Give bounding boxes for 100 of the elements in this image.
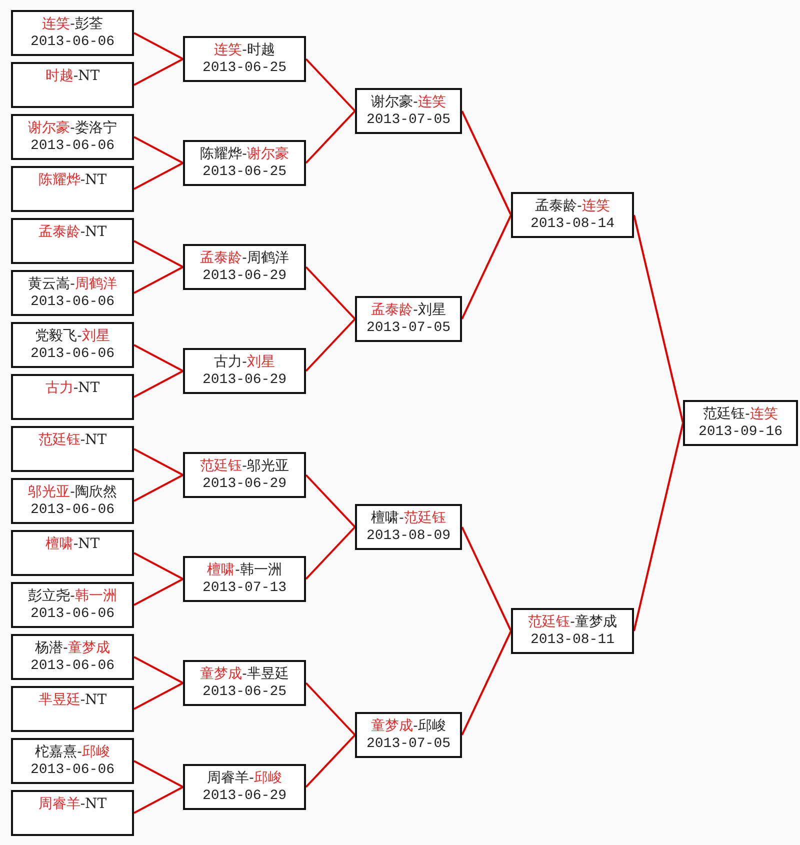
match-date: 2013-06-25: [202, 59, 286, 77]
match-box: [355, 88, 462, 134]
player-names: 陈耀烨-谢尔豪: [200, 145, 289, 163]
match-box: [355, 504, 462, 550]
match-box: [11, 790, 134, 836]
bracket-line: [461, 214, 512, 320]
match-date: 2013-06-29: [202, 475, 286, 493]
bracket-line: [134, 760, 184, 788]
match-box: [11, 634, 134, 680]
match-box: [355, 296, 462, 342]
match-box: [11, 478, 134, 524]
match-box: [11, 10, 134, 56]
player-names: 童梦成-芈昱廷: [200, 665, 289, 683]
match-box: [11, 426, 134, 472]
bracket-line: [305, 734, 356, 788]
player-names: 连笑-彭荃: [42, 15, 103, 33]
match-box: [511, 192, 634, 238]
player-names: 孟泰龄-NT: [38, 223, 107, 241]
match-date: 2013-06-06: [30, 605, 114, 623]
bracket-line: [633, 214, 684, 424]
bracket-line: [134, 448, 184, 476]
match-date: 2013-06-06: [30, 345, 114, 363]
player-names: 柁嘉熹-邱峻: [35, 743, 110, 761]
match-box: [183, 244, 306, 290]
match-box: [183, 36, 306, 82]
match-date: 2013-06-06: [30, 293, 114, 311]
bracket-line: [633, 422, 684, 632]
match-date: 2013-08-14: [530, 215, 614, 233]
bracket-line: [134, 578, 184, 606]
match-box: [355, 712, 462, 758]
player-names: 檀啸-范廷钰: [371, 509, 446, 527]
bracket-line: [134, 370, 184, 398]
player-names: 范廷钰-邬光亚: [200, 457, 289, 475]
bracket-line: [134, 32, 184, 60]
match-box: [511, 608, 634, 654]
bracket-line: [134, 162, 184, 190]
match-box: [11, 322, 134, 368]
match-date: 2013-07-05: [366, 111, 450, 129]
bracket-line: [305, 58, 356, 112]
bracket-line: [461, 110, 512, 216]
match-date: 2013-06-06: [30, 501, 114, 519]
bracket-line: [134, 344, 184, 372]
bracket-line: [134, 786, 184, 814]
match-date: 2013-07-05: [366, 735, 450, 753]
match-date: 2013-08-11: [530, 631, 614, 649]
player-names: 童梦成-邱峻: [371, 717, 446, 735]
player-names: 檀啸-韩一洲: [207, 561, 282, 579]
player-names: 党毅飞-刘星: [35, 327, 110, 345]
match-box: [183, 764, 306, 810]
player-names: 范廷钰-连笑: [703, 405, 778, 423]
match-box: [11, 374, 134, 420]
player-names: 谢尔豪-娄洛宁: [28, 119, 117, 137]
bracket-line: [134, 474, 184, 502]
match-box: [11, 270, 134, 316]
match-box: [11, 114, 134, 160]
match-box: [183, 452, 306, 498]
player-names: 孟泰龄-连笑: [535, 197, 610, 215]
match-date: 2013-06-25: [202, 683, 286, 701]
player-names: 芈昱廷-NT: [38, 691, 107, 709]
match-date: 2013-07-05: [366, 319, 450, 337]
player-names: 古力-NT: [45, 379, 100, 397]
match-box: [11, 686, 134, 732]
player-names: 周睿羊-NT: [38, 795, 107, 813]
match-box: [11, 166, 134, 212]
player-names: 范廷钰-NT: [38, 431, 107, 449]
bracket-line: [134, 136, 184, 164]
player-names: 周睿羊-邱峻: [207, 769, 282, 787]
bracket-line: [305, 682, 356, 736]
bracket-line: [305, 266, 356, 320]
match-box: [11, 62, 134, 108]
match-box: [11, 218, 134, 264]
match-box: [183, 660, 306, 706]
match-date: 2013-06-29: [202, 371, 286, 389]
bracket-line: [134, 240, 184, 268]
bracket-line: [134, 552, 184, 580]
match-date: 2013-09-16: [698, 423, 782, 441]
match-box: [683, 400, 798, 446]
player-names: 范廷钰-童梦成: [528, 613, 617, 631]
bracket-line: [134, 266, 184, 294]
player-names: 陈耀烨-NT: [38, 171, 107, 189]
match-date: 2013-06-25: [202, 163, 286, 181]
match-box: [11, 738, 134, 784]
bracket-line: [305, 110, 356, 164]
match-box: [183, 348, 306, 394]
bracket-line: [134, 58, 184, 86]
match-date: 2013-08-09: [366, 527, 450, 545]
match-box: [11, 530, 134, 576]
match-date: 2013-06-06: [30, 33, 114, 51]
player-names: 孟泰龄-周鹤洋: [200, 249, 289, 267]
bracket-line: [305, 318, 356, 372]
player-names: 孟泰龄-刘星: [371, 301, 446, 319]
bracket-line: [461, 526, 512, 632]
bracket-line: [134, 682, 184, 710]
bracket-line: [305, 526, 356, 580]
match-date: 2013-07-13: [202, 579, 286, 597]
match-date: 2013-06-29: [202, 787, 286, 805]
match-box: [11, 582, 134, 628]
player-names: 连笑-时越: [214, 41, 275, 59]
player-names: 时越-NT: [45, 67, 100, 85]
match-box: [183, 140, 306, 186]
